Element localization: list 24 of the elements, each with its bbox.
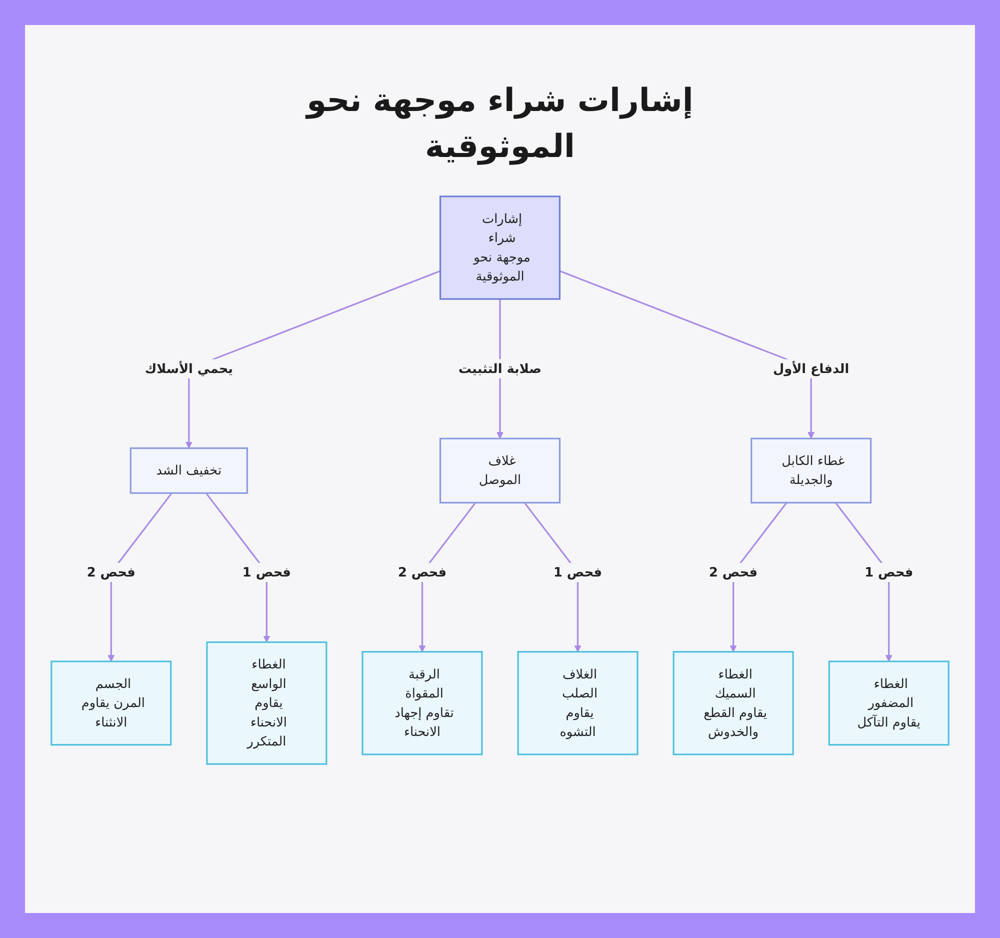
- arrow: [185, 270, 441, 448]
- edge-label: فحص 2: [398, 564, 446, 580]
- node-box: الغلاف الصلب يقاوم التشوه: [517, 651, 638, 756]
- node-box: الغطاء الواسع يقاوم الانحناء المتكرر: [206, 641, 328, 765]
- node-box: الغطاء المضفور يقاوم التآكل: [828, 660, 950, 746]
- edge-label: صلابة التثبيت: [458, 360, 542, 376]
- node-box: غلاف الموصل: [439, 438, 561, 504]
- edge-label: فحص 2: [709, 564, 758, 580]
- edge-label: يحمي الأسلاك: [144, 360, 234, 376]
- edge-label: فحص 1: [554, 564, 602, 580]
- edge-label: فحص 2: [86, 564, 136, 580]
- node-box: الجسم المرن يقاوم الانثناء: [50, 660, 172, 746]
- edge-label: فحص 1: [242, 564, 291, 580]
- node-box: إشارات شراء موجهة نحو الموثوقية: [439, 196, 561, 300]
- arrow: [108, 492, 172, 662]
- node-box: الغطاء السميك يقاوم القطع والخدوش: [672, 651, 794, 756]
- diagram-title: إشارات شراء موجهة نحو الموثوقية: [304, 80, 694, 167]
- node-box: تخفيف الشد: [130, 447, 248, 494]
- arrow: [559, 270, 815, 439]
- node-box: غطاء الكابل والجديلة: [750, 438, 872, 504]
- arrow: [834, 502, 892, 662]
- edge-label: فحص 1: [864, 564, 914, 580]
- edge-label: الدفاع الأول: [773, 360, 850, 376]
- node-box: الرقبة المقواة تقاوم إجهاد الانحناء: [362, 651, 483, 756]
